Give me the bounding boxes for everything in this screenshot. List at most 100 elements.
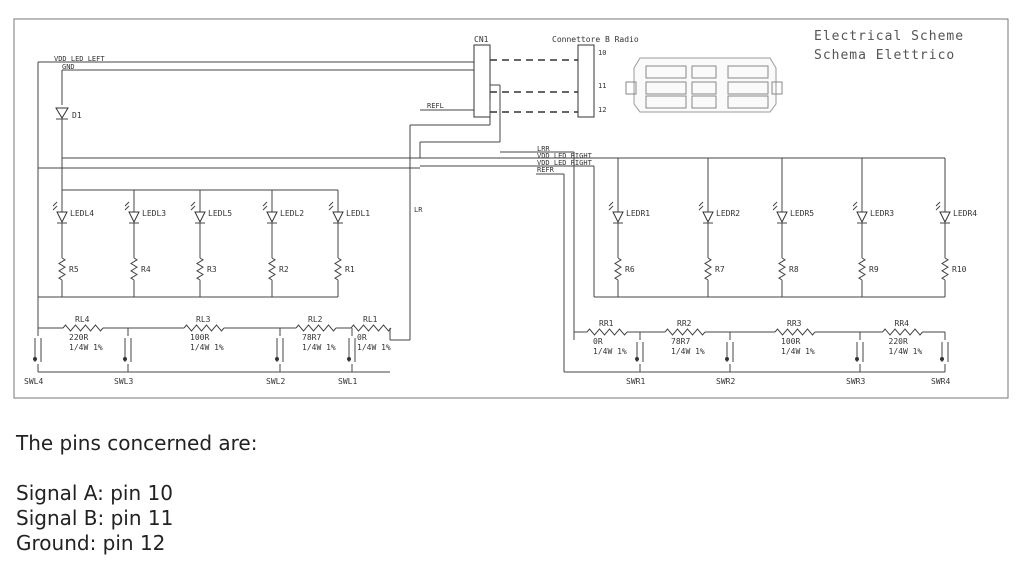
ladder-resistor-name: RL1 [363,315,378,324]
ladder-resistor-rating: 1/4W 1% [889,347,923,356]
resistor-symbol [130,257,138,281]
switch-label: SWR3 [846,377,865,386]
switch-label: SWL1 [338,377,357,386]
led-label: LEDL2 [280,209,304,218]
ladder-resistor-rating: 1/4W 1% [357,343,391,352]
ladder-resistor-name: RL4 [75,315,90,324]
resistor-symbol [334,257,342,281]
schematic-frame [13,18,1009,399]
resistor-symbol [196,257,204,281]
ladder-resistor-left-4: RL1 0R1/4W 1% [350,315,392,352]
resistor-symbol [858,257,866,281]
switch-label: SWL4 [24,377,43,386]
net-label-gnd: GND [62,63,75,71]
ladder-resistor-value: 0R [593,337,603,346]
resistor-label: R10 [952,265,967,274]
resistor-label: R8 [789,265,799,274]
led-label: LEDR5 [790,209,814,218]
net-label-refr: REFR [537,166,555,174]
caption: The pins concerned are: Signal A: pin 10… [16,431,1006,556]
ladder-resistor-name: RL2 [308,315,323,324]
led-label: LEDL5 [208,209,232,218]
ladder-resistor-value: 0R [357,333,367,342]
resistor-symbol [704,257,712,281]
led-label: LEDR3 [870,209,894,218]
led-label: LEDR1 [626,209,650,218]
ladder-resistor-value: 220R [889,337,908,346]
switch-label: SWR1 [626,377,645,386]
ladder-resistor-name: RR4 [895,319,910,328]
switch-label: SWL3 [114,377,133,386]
ladder-resistor-name: RR3 [787,319,802,328]
radio-connector-label: Connettore B Radio [552,35,639,44]
led-symbol [856,211,868,224]
diode-d1-label: D1 [72,111,82,120]
led-symbol [702,211,714,224]
resistor-label: R7 [715,265,725,274]
resistor-label: R3 [207,265,217,274]
switch-left-4: SWL1 [338,336,357,386]
title-italian: Schema Elettrico [814,48,955,63]
net-label-vdd-led-right-2: VDD LED RIGHT [537,159,593,167]
radio-pin-12: 12 [598,106,606,114]
switch-right-2: SWR2 [716,340,735,386]
led-symbol [194,211,206,224]
switch-right-4: SWR4 [931,340,950,386]
resistor-label: R1 [345,265,355,274]
switch-label: SWR4 [931,377,950,386]
connector-cn1-label: CN1 [474,35,489,44]
connector-cn1 [473,44,491,118]
resistor-label: R9 [869,265,879,274]
ladder-resistor-name: RL3 [196,315,211,324]
title-english: Electrical Scheme [814,29,964,44]
resistor-symbol [58,257,66,281]
resistor-label: R6 [625,265,635,274]
led-symbol [56,211,68,224]
resistor-label: R4 [141,265,151,274]
ladder-resistor-rating: 1/4W 1% [190,343,224,352]
electrical-schematic: Electrical Scheme Schema Elettrico VDD L… [13,18,1009,399]
radio-pin-10: 10 [598,49,606,57]
radio-connector-pinout [625,57,783,113]
led-symbol [939,211,951,224]
switch-label: SWR2 [716,377,735,386]
resistor-label: R2 [279,265,289,274]
switch-right-3: SWR3 [846,340,865,386]
resistor-symbol [614,257,622,281]
ladder-resistor-rating: 1/4W 1% [781,347,815,356]
net-label-vdd-led-left: VDD LED LEFT [54,55,105,63]
ladder-resistor-name: RR2 [677,319,692,328]
refl-label: REFL [427,102,444,110]
ladder-resistor-value: 100R [781,337,800,346]
net-label-vdd-led-right-1: VDD LED RIGHT [537,152,593,160]
led-symbol [266,211,278,224]
ladder-resistor-value: 78R7 [302,333,321,342]
switch-left-1: SWL4 [24,336,43,386]
switch-left-2: SWL3 [114,336,133,386]
pin-signal-b: Signal B: pin 11 [16,506,174,530]
ladder-resistor-value: 220R [69,333,88,342]
led-symbol [776,211,788,224]
led-symbol [332,211,344,224]
switch-right-1: SWR1 [626,340,645,386]
net-label-lrr: LRR [537,145,550,153]
ladder-resistor-rating: 1/4W 1% [593,347,627,356]
pin-ground: Ground: pin 12 [16,531,166,555]
resistor-symbol [778,257,786,281]
